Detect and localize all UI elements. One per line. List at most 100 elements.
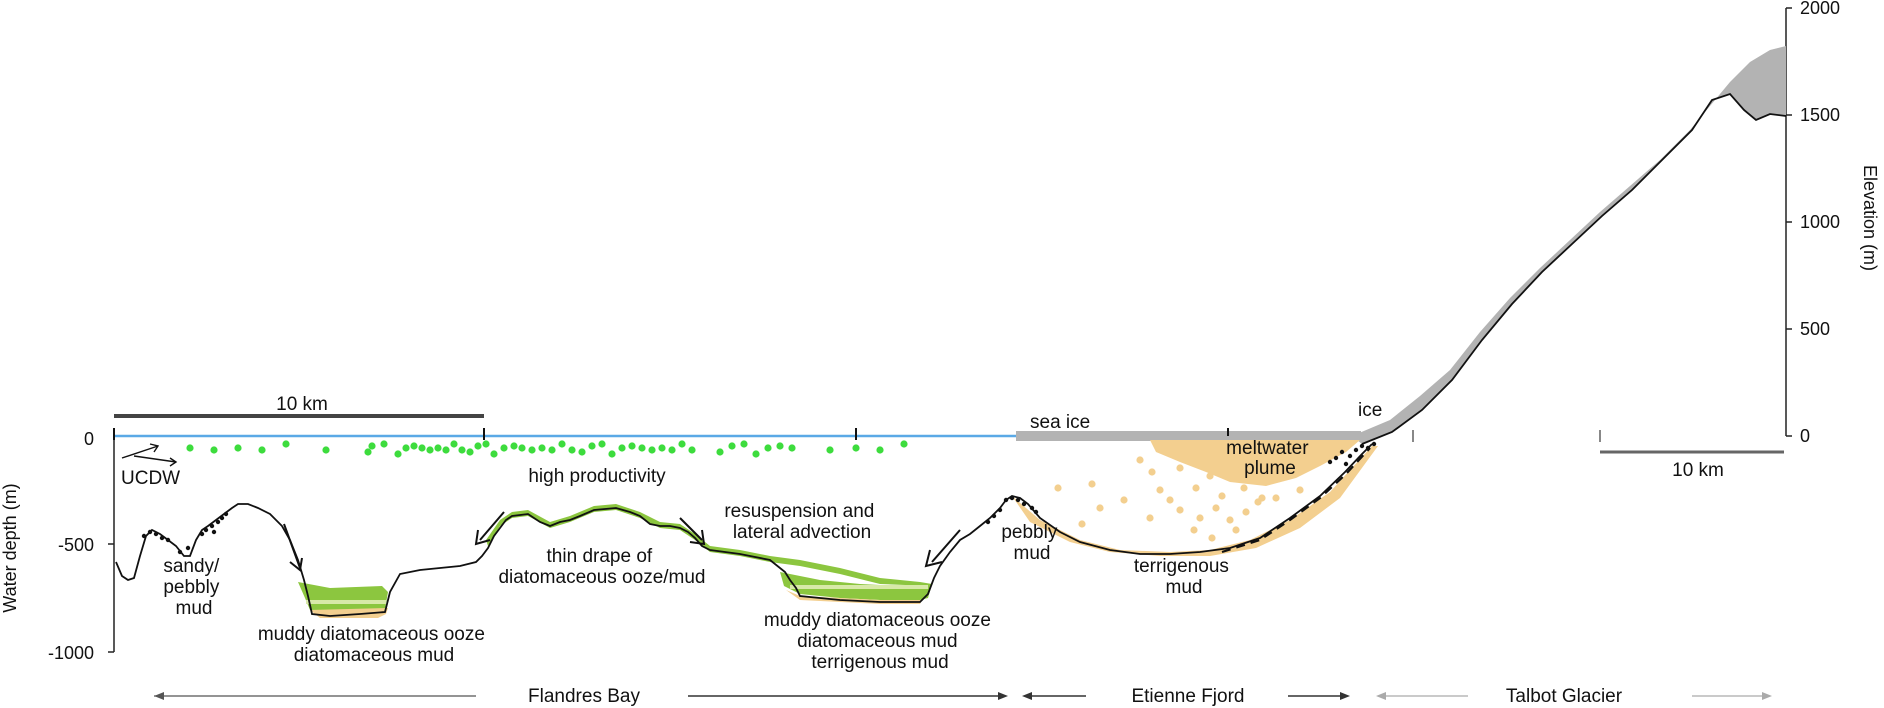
- coarse-grain: [177, 549, 183, 555]
- coarse-grain: [185, 545, 191, 551]
- coarse-grain: [199, 531, 205, 537]
- left-tick-1000: -1000: [48, 643, 94, 663]
- productivity-dot: [186, 444, 194, 452]
- productivity-dot: [578, 448, 586, 456]
- right-elevation-axis: 2000 1500 1000 500 0 Elevation (m): [1785, 0, 1880, 446]
- productivity-dot: [466, 448, 474, 456]
- coarse-grain: [1009, 495, 1015, 501]
- scale-label-right: 10 km: [1672, 460, 1724, 481]
- right-tick-2000: 2000: [1800, 0, 1840, 18]
- ucdw-label: UCDW: [121, 468, 180, 489]
- productivity-dot: [418, 444, 426, 452]
- basin2-sediment-label: muddy diatomaceous ooze diatomaceous mud…: [764, 610, 996, 673]
- coarse-grain: [1371, 441, 1377, 447]
- productivity-dot: [568, 446, 576, 454]
- region-etienne-fjord: Etienne Fjord: [1022, 686, 1350, 707]
- coarse-grain: [1327, 459, 1333, 465]
- terrigenous-particle: [1176, 464, 1184, 472]
- coarse-grain-dots: [141, 441, 1377, 555]
- terrigenous-particle: [1120, 496, 1128, 504]
- talbot-bedrock-line: [1361, 92, 1787, 445]
- productivity-dot: [258, 446, 266, 454]
- terrigenous-particle: [1078, 520, 1086, 528]
- region-talbot-glacier: Talbot Glacier: [1376, 686, 1772, 707]
- terrigenous-particle: [1054, 484, 1062, 492]
- productivity-dot: [618, 444, 626, 452]
- terrigenous-particle: [1156, 486, 1164, 494]
- basin1-sediment-label: muddy diatomaceous ooze diatomaceous mud: [258, 624, 490, 666]
- productivity-dot: [450, 440, 458, 448]
- terrigenous-particle: [1148, 468, 1156, 476]
- coarse-grain: [1029, 505, 1035, 511]
- coarse-grain: [1343, 461, 1349, 467]
- productivity-dot: [900, 440, 908, 448]
- terrigenous-particle: [1240, 484, 1248, 492]
- left-axis-label: Water depth (m): [0, 483, 20, 612]
- coarse-grain: [219, 515, 225, 521]
- coarse-grain: [991, 513, 997, 519]
- productivity-dot: [788, 444, 796, 452]
- productivity-dot: [638, 444, 646, 452]
- coarse-grain: [1347, 453, 1353, 459]
- productivity-dots: [186, 440, 908, 458]
- productivity-dot: [728, 442, 736, 450]
- productivity-dot: [434, 444, 442, 452]
- coarse-grain: [211, 529, 217, 535]
- productivity-dot: [368, 442, 376, 450]
- terrigenous-particle: [1192, 484, 1200, 492]
- terrigenous-particle: [1146, 514, 1154, 522]
- productivity-dot: [764, 444, 772, 452]
- productivity-dot: [716, 448, 724, 456]
- terrigenous-particle: [1208, 534, 1216, 542]
- coarse-grain: [1359, 443, 1365, 449]
- right-axis-label: Elevation (m): [1860, 165, 1880, 271]
- surface-tick-marks: [113, 428, 1229, 440]
- terrigenous-particle: [1088, 480, 1096, 488]
- productivity-dot: [608, 450, 616, 458]
- coarse-grain: [153, 531, 159, 537]
- productivity-dot: [678, 440, 686, 448]
- talbot-glacier-ice: [1352, 46, 1786, 444]
- sandy-pebbly-mud-label: sandy/ pebbly mud: [163, 556, 224, 619]
- ucdw-arrows: [121, 443, 178, 467]
- meltwater-plume-label: meltwater plume: [1226, 438, 1314, 479]
- terrigenous-particle: [1232, 526, 1240, 534]
- productivity-dot: [234, 444, 242, 452]
- productivity-dot: [588, 442, 596, 450]
- terrigenous-mud-label: terrigenous mud: [1134, 556, 1234, 598]
- right-tick-1000: 1000: [1800, 212, 1840, 232]
- region-label-talbot: Talbot Glacier: [1506, 686, 1623, 707]
- scale-label-left: 10 km: [276, 394, 328, 415]
- coarse-grain: [203, 527, 209, 533]
- region-label-etienne: Etienne Fjord: [1131, 686, 1244, 707]
- terrigenous-particle: [1096, 504, 1104, 512]
- terrigenous-particle: [1226, 516, 1234, 524]
- productivity-dot: [628, 442, 636, 450]
- productivity-dot: [500, 444, 508, 452]
- high-productivity-label: high productivity: [528, 466, 666, 487]
- coarse-grain: [1033, 509, 1039, 515]
- thin-drape-label: thin drape of diatomaceous ooze/mud: [498, 546, 705, 588]
- basin1-ooze-band: [306, 600, 386, 604]
- coarse-grain: [165, 537, 171, 543]
- right-tick-0: 0: [1800, 426, 1810, 446]
- terrigenous-particle: [1272, 494, 1280, 502]
- productivity-dot: [668, 446, 676, 454]
- coarse-grain: [1333, 455, 1339, 461]
- coarse-grain: [1339, 449, 1345, 455]
- productivity-dot: [426, 446, 434, 454]
- meltwater-plume: [1150, 440, 1360, 486]
- coarse-grain: [209, 523, 215, 529]
- terrigenous-particle: [1258, 494, 1266, 502]
- productivity-dot: [474, 442, 482, 450]
- coarse-grain: [985, 519, 991, 525]
- region-flandres-bay: Flandres Bay: [154, 686, 1008, 707]
- right-tick-500: 500: [1800, 319, 1830, 339]
- productivity-dot: [776, 442, 784, 450]
- coarse-grain: [1021, 501, 1027, 507]
- productivity-dot: [322, 446, 330, 454]
- productivity-dot: [402, 444, 410, 452]
- productivity-dot: [826, 446, 834, 454]
- terrigenous-particle: [1242, 508, 1250, 516]
- coarse-grain: [159, 535, 165, 541]
